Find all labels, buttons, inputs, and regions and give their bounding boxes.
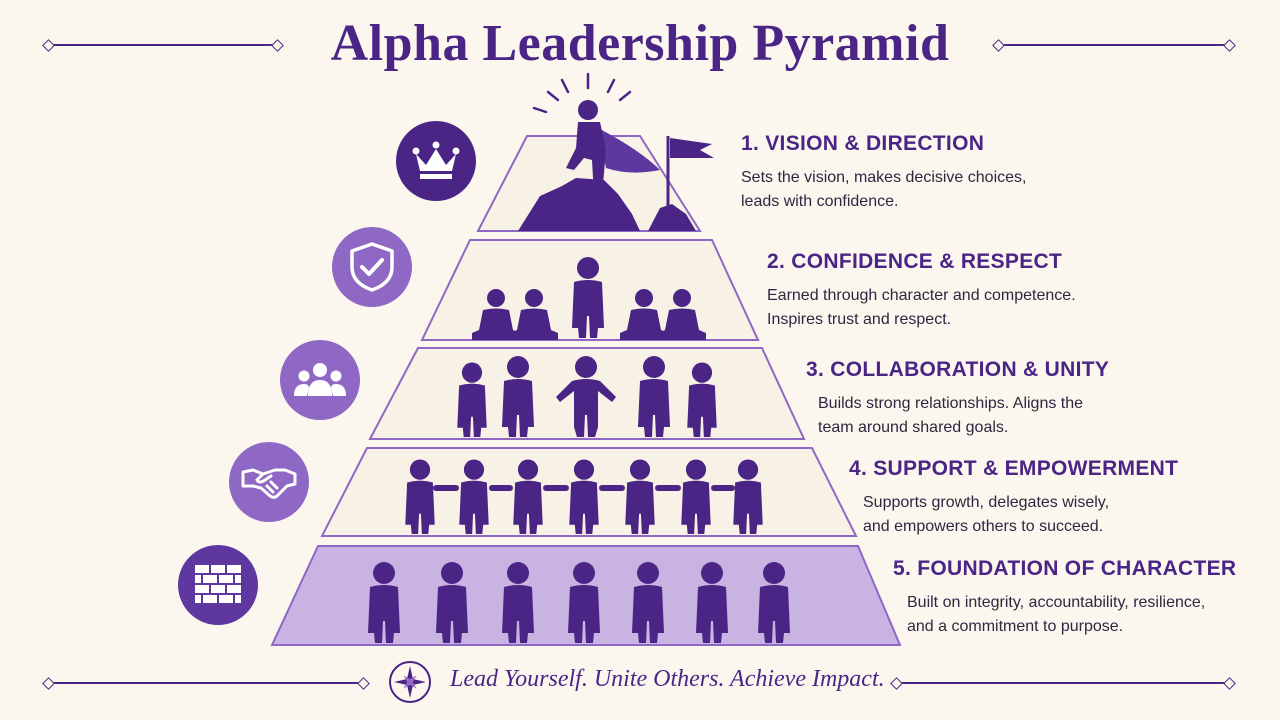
crown-icon	[396, 121, 476, 201]
level-5-text: 5. FOUNDATION OF CHARACTER Built on inte…	[893, 557, 1236, 639]
level-4-text: 4. SUPPORT & EMPOWERMENT Supports growth…	[849, 457, 1178, 539]
level-4-desc-line-2: and empowers others to succeed.	[863, 518, 1104, 535]
group-icon	[280, 340, 360, 420]
level-4-desc-line-1: Supports growth, delegates wisely,	[863, 494, 1110, 511]
level-1-desc-line-2: leads with confidence.	[741, 193, 899, 210]
title-rule-left	[42, 38, 284, 52]
level-5-desc-line-1: Built on integrity, accountability, resi…	[907, 594, 1206, 611]
level-3-description: Builds strong relationships. Aligns the …	[806, 392, 1109, 440]
footer-rule-left	[42, 676, 370, 690]
brick-wall-icon	[178, 545, 258, 625]
shield-check-icon	[332, 227, 412, 307]
level-5-title: 5. FOUNDATION OF CHARACTER	[893, 557, 1237, 580]
level-3-desc-line-2: team around shared goals.	[818, 419, 1009, 436]
level-4-description: Supports growth, delegates wisely, and e…	[849, 491, 1178, 539]
level-2-title: 2. CONFIDENCE & RESPECT	[767, 250, 1063, 273]
level-1-title: 1. VISION & DIRECTION	[741, 132, 985, 155]
title-rule-right	[992, 38, 1236, 52]
footer-rule-right	[890, 676, 1236, 690]
tagline: Lead Yourself. Unite Others. Achieve Imp…	[450, 666, 885, 692]
level-2-desc-line-2: Inspires trust and respect.	[767, 311, 952, 328]
handshake-icon	[229, 442, 309, 522]
level-3-text: 3. COLLABORATION & UNITY Builds strong r…	[806, 358, 1109, 440]
level-1-desc-line-1: Sets the vision, makes decisive choices,	[741, 169, 1027, 186]
page-title: Alpha Leadership Pyramid	[330, 15, 950, 72]
level-1-description: Sets the vision, makes decisive choices,…	[741, 166, 1026, 214]
leader-on-peak-figure	[518, 72, 714, 231]
level-5-description: Built on integrity, accountability, resi…	[893, 591, 1236, 639]
hand-holding-team-figures	[405, 459, 763, 534]
level-3-title: 3. COLLABORATION & UNITY	[806, 358, 1110, 381]
level-5-desc-line-2: and a commitment to purpose.	[907, 618, 1124, 635]
compass-star-icon	[389, 661, 431, 703]
level-2-text: 2. CONFIDENCE & RESPECT Earned through c…	[767, 250, 1076, 332]
level-2-desc-line-1: Earned through character and competence.	[767, 287, 1076, 304]
level-3-desc-line-1: Builds strong relationships. Aligns the	[818, 395, 1084, 412]
level-1-text: 1. VISION & DIRECTION Sets the vision, m…	[741, 132, 1026, 214]
level-2-description: Earned through character and competence.…	[767, 284, 1076, 332]
level-4-title: 4. SUPPORT & EMPOWERMENT	[849, 457, 1179, 480]
